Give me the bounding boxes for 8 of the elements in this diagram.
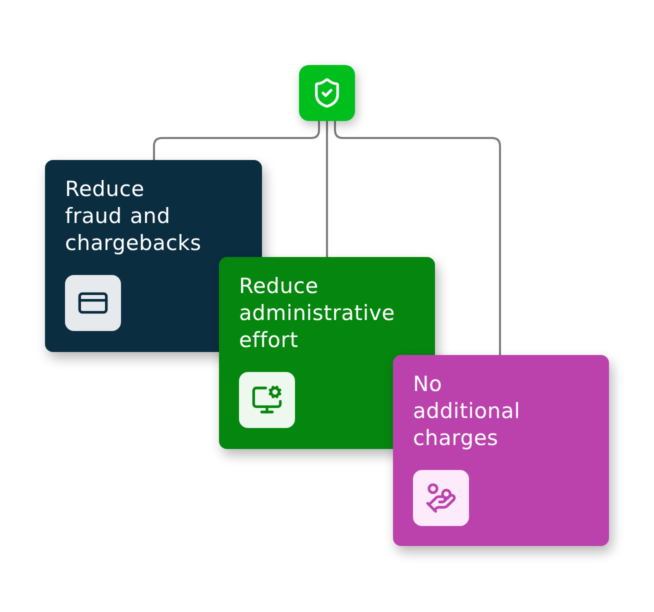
benefit-card <box>393 355 609 546</box>
card-title: Reduce administrative effort <box>239 273 396 354</box>
connector-line <box>326 121 328 257</box>
connector-line <box>153 121 320 160</box>
shield-check-icon <box>299 65 355 121</box>
card-title: Reduce fraud and chargebacks <box>65 176 202 257</box>
card-title: No additional charges <box>413 371 522 452</box>
connector-line <box>334 121 501 355</box>
